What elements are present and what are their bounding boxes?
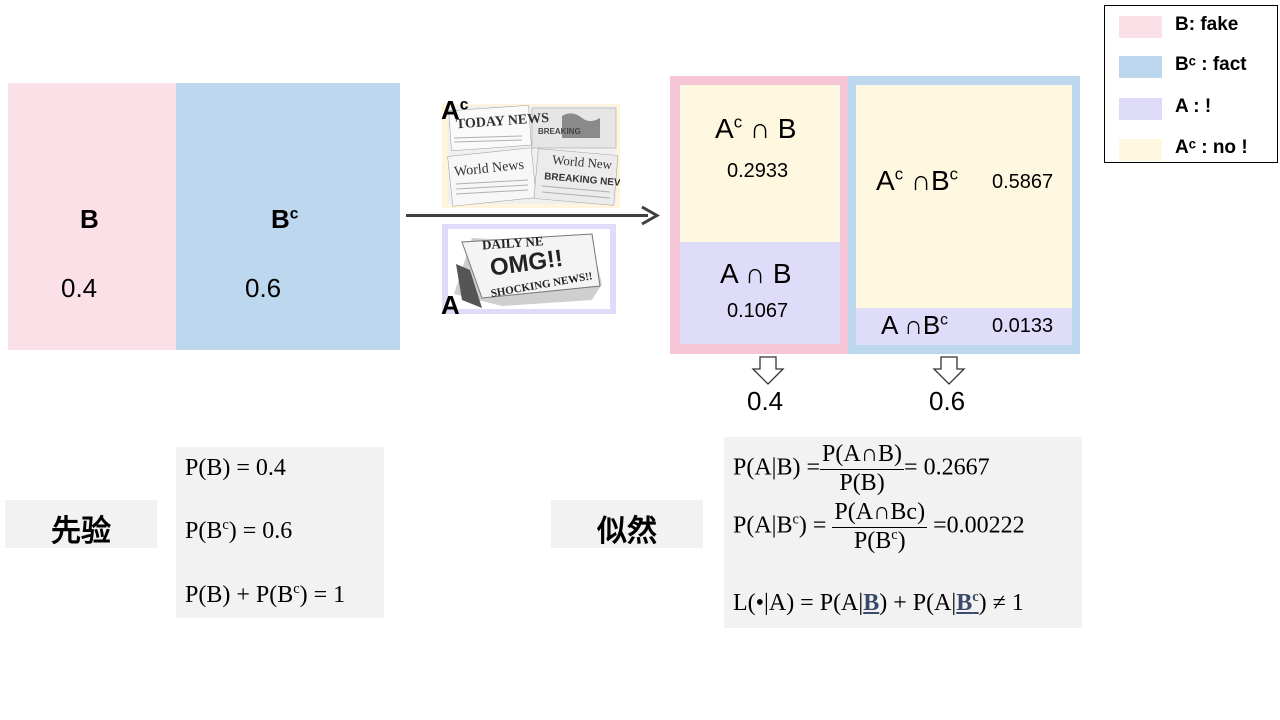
legend-label-a: A : ! [1175,96,1212,117]
likelihood-formula-a-given-b: P(A|B) =P(A∩B)P(B)= 0.2667 [733,441,990,496]
legend-swatch-bc [1119,56,1162,78]
marginal-bc: 0.6 [929,386,966,416]
prior-formula-pb: P(B) = 0.4 [185,455,286,481]
transition-arrow-head-icon [641,205,660,226]
likelihood-formula-a-given-bc: P(A|Bc) = P(A∩Bc)P(Bc) =0.00222 [733,499,1025,554]
cell-ac-and-b-value: 0.2933 [727,160,789,182]
newspaper-image-normal: TODAY NEWS BREAKING World News World New… [442,104,620,208]
cell-ac-and-b: Ac ∩ B 0.2933 [680,85,840,242]
cell-ac-and-bc-value: 0.5867 [992,171,1054,193]
legend-swatch-b [1119,16,1162,38]
prior-b-value: 0.4 [61,273,98,303]
prior-tag: 先验 [5,500,157,548]
headline-world-news-2: World New [552,152,614,172]
legend-item-ac: Aᶜ : no ! [1119,137,1279,161]
legend-item-bc: Bᶜ : fact [1119,54,1279,78]
headline-breaking-1: BREAKING [538,127,581,136]
down-arrow-icon-left [751,356,785,385]
newspaper-image-shocking: DAILY NE OMG!! SHOCKING NEWS!! [442,224,616,314]
fraction-a-given-b: P(A∩B)P(B) [820,441,905,496]
label-a-complement: Ac [441,95,469,125]
likelihood-tag-label: 似然 [597,515,657,548]
cell-ac-and-bc: Ac ∩Bc 0.5867 [856,85,1072,308]
prior-b-label: B [80,204,99,234]
cell-a-and-b-label: A ∩ B [720,258,792,289]
headline-today-news: TODAY NEWS [455,111,549,132]
cell-a-and-b-value: 0.1067 [727,300,789,322]
joint-region-bc: Ac ∩Bc 0.5867 A ∩Bc 0.0133 [848,76,1080,354]
prior-formula-sum: P(B) + P(Bc) = 1 [185,581,346,608]
label-a: A [441,290,460,320]
cell-ac-and-b-label: Ac ∩ B [715,112,797,144]
shocking-newspaper: DAILY NE OMG!! SHOCKING NEWS!! [448,229,610,309]
prior-tag-label: 先验 [51,515,111,548]
legend-item-b: B: fake [1119,14,1279,38]
legend-label-b: B: fake [1175,14,1239,35]
cell-ac-and-bc-label: Ac ∩Bc [876,164,959,196]
headline-world-news-1: World News [453,158,524,180]
legend-item-a: A : ! [1119,96,1279,120]
cell-a-and-bc-label: A ∩Bc [881,310,948,340]
legend-label-bc: Bᶜ : fact [1175,54,1247,75]
likelihood-sum-formula: L(•|A) = P(A|B) + P(A|Bc) ≠ 1 [733,589,1024,616]
prior-region-b: B 0.4 [8,83,176,350]
prior-formulas: P(B) = 0.4 P(Bc) = 0.6 P(B) + P(Bc) = 1 [176,447,384,618]
prior-formula-pbc: P(Bc) = 0.6 [185,517,293,544]
newspaper-collage: TODAY NEWS BREAKING World News World New… [447,104,620,207]
likelihood-tag: 似然 [551,500,703,548]
prior-region-bc: Bc 0.6 [176,83,400,350]
legend-swatch-a [1119,98,1162,120]
marginal-b: 0.4 [747,386,784,416]
prior-bc-label: Bc [271,204,299,234]
joint-region-b: Ac ∩ B 0.2933 A ∩ B 0.1067 [670,76,848,354]
legend: B: fake Bᶜ : fact A : ! Aᶜ : no ! [1104,5,1278,163]
headline-daily-news: DAILY NE [482,233,544,252]
fraction-a-given-bc: P(A∩Bc)P(Bc) [832,499,928,554]
prior-bc-value: 0.6 [245,273,282,303]
cell-a-and-b: A ∩ B 0.1067 [680,242,840,344]
transition-arrow-line [406,214,648,217]
cell-a-and-bc-value: 0.0133 [992,315,1054,337]
down-arrow-icon-right [932,356,966,385]
cell-a-and-bc: A ∩Bc 0.0133 [856,308,1072,345]
legend-label-ac: Aᶜ : no ! [1175,137,1248,158]
likelihood-formulas: P(A|B) =P(A∩B)P(B)= 0.2667 P(A|Bc) = P(A… [724,437,1082,628]
legend-swatch-ac [1119,139,1162,161]
